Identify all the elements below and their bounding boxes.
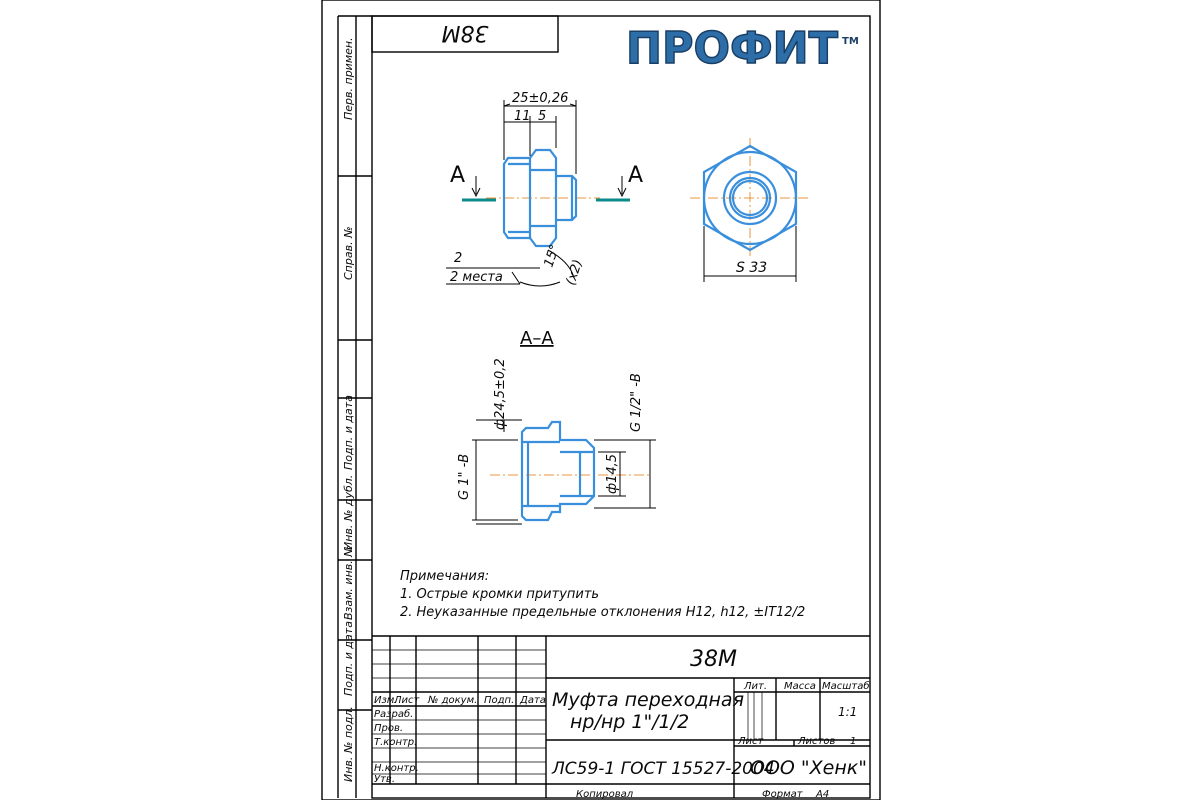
tb-row-utv: Утв.: [374, 774, 395, 785]
top-stamp: 38M: [371, 15, 559, 53]
dim-total: 25±0,26: [512, 91, 568, 106]
tb-col-list: Лист: [393, 695, 421, 706]
side-label-6: Подп. и дата: [342, 621, 355, 696]
tb-row-razrab: Разраб.: [374, 708, 413, 720]
tb-col-doc: № докум.: [427, 695, 477, 706]
tb-copied-label: Копировал: [576, 789, 634, 800]
tb-row-tkontr: Т.контр.: [374, 737, 417, 748]
tb-col-sign: Подп.: [484, 695, 514, 706]
tb-col-izm: Изм.: [374, 695, 398, 706]
section-marker-right: А: [596, 163, 643, 202]
note-2: 2. Неуказанные предельные отклонения H12…: [400, 605, 805, 620]
side-label-2: Справ. №: [342, 226, 355, 280]
tb-material: ЛС59-1 ГОСТ 15527-2004: [551, 759, 775, 779]
tb-format-label: Формат: [762, 789, 804, 800]
chamfer-label: 2: [454, 251, 462, 266]
tb-mass-label: Масса: [784, 681, 816, 692]
brand-mark: TM: [842, 36, 859, 47]
tb-scale-value: 1:1: [838, 705, 857, 719]
dia-bore-label: ф14,5: [605, 454, 620, 494]
side-label-5: Взам. инв. №: [342, 545, 355, 620]
tb-row-prov: Пров.: [374, 723, 403, 734]
notes-heading: Примечания:: [400, 569, 489, 584]
angle-label: 15°: [542, 243, 563, 270]
tb-sheets-label: Листов: [797, 736, 835, 747]
section-label-left: А: [450, 163, 465, 188]
side-label-7: Инв. № подл.: [342, 706, 355, 782]
notes: Примечания: 1. Острые кромки притупить 2…: [400, 569, 805, 620]
tb-format-value: А4: [815, 789, 829, 800]
dim-a: 11: [514, 109, 531, 124]
section-title: А–А: [520, 328, 554, 349]
tb-name-line2: нр/нр 1"/1/2: [570, 711, 689, 733]
section-label-right: А: [628, 163, 643, 188]
side-labels: Перв. примен. Справ. № Подп. и дата Инв.…: [342, 37, 355, 782]
title-block: 38M Муфта переходная нр/нр 1"/1/2 ЛС59-1…: [372, 635, 870, 800]
tb-company: ООО "Хенк": [750, 757, 867, 779]
across-flats-label: S 33: [736, 260, 767, 276]
tb-scale-label: Масштаб: [822, 680, 870, 692]
tb-row-nkontr: Н.контр.: [374, 763, 419, 774]
side-label-4: Инв. № дубл.: [342, 475, 355, 550]
tb-sheet-label: Лист: [737, 736, 765, 747]
top-stamp-text: 38M: [441, 20, 488, 45]
tb-sheets-value: 1: [850, 736, 856, 747]
front-view: 25±0,26 11 5 2 2 места 15° (x2) А А: [446, 91, 643, 287]
tb-designation: 38M: [690, 647, 737, 672]
note-1: 1. Острые кромки притупить: [400, 587, 599, 602]
side-view: S 33: [690, 138, 810, 282]
tb-col-date: Дата: [519, 695, 546, 706]
chamfer-note: 2 места: [450, 270, 503, 285]
tb-name-line1: Муфта переходная: [552, 689, 744, 711]
thread-large-label: G 1" -B: [457, 454, 472, 500]
section-marker-left: А: [450, 163, 496, 202]
tb-lit-label: Лит.: [743, 681, 767, 692]
thread-small-label: G 1/2" -B: [629, 373, 644, 432]
side-label-1: Перв. примен.: [342, 37, 355, 120]
section-view: А–А ф24,5±0,2 G 1/2" -B G 1" -: [457, 328, 656, 525]
brand-logo: ПРОФИТ TM: [625, 22, 859, 75]
angle-note: (x2): [564, 258, 586, 287]
dim-b: 5: [538, 109, 546, 124]
side-label-3: Подп. и дата: [342, 395, 355, 470]
sheet-frame: [321, 0, 881, 800]
dia-flange-label: ф24,5±0,2: [493, 358, 508, 430]
brand-name: ПРОФИТ: [626, 23, 838, 74]
